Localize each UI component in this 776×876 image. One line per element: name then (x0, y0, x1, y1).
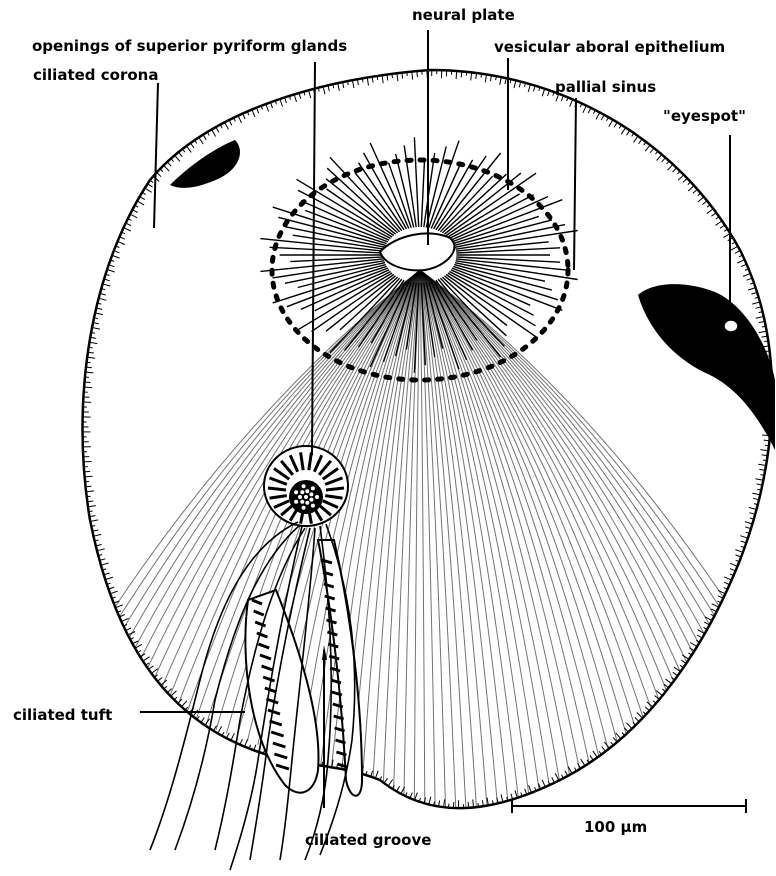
label-pyriform-glands: openings of superior pyriform glands (32, 37, 347, 55)
label-vesicular-epithelium: vesicular aboral epithelium (494, 38, 725, 56)
pyriform-gland-rosette (264, 446, 348, 526)
scale-bar (512, 799, 746, 813)
label-scale-bar: 100 μm (584, 818, 647, 836)
eyespot (724, 320, 738, 332)
label-pallial-sinus: pallial sinus (555, 78, 656, 96)
label-ciliated-corona: ciliated corona (33, 66, 158, 84)
label-neural-plate: neural plate (412, 6, 515, 24)
label-ciliated-groove: ciliated groove (305, 831, 431, 849)
label-eyespot: "eyespot" (663, 107, 746, 125)
label-ciliated-tuft: ciliated tuft (13, 706, 112, 724)
